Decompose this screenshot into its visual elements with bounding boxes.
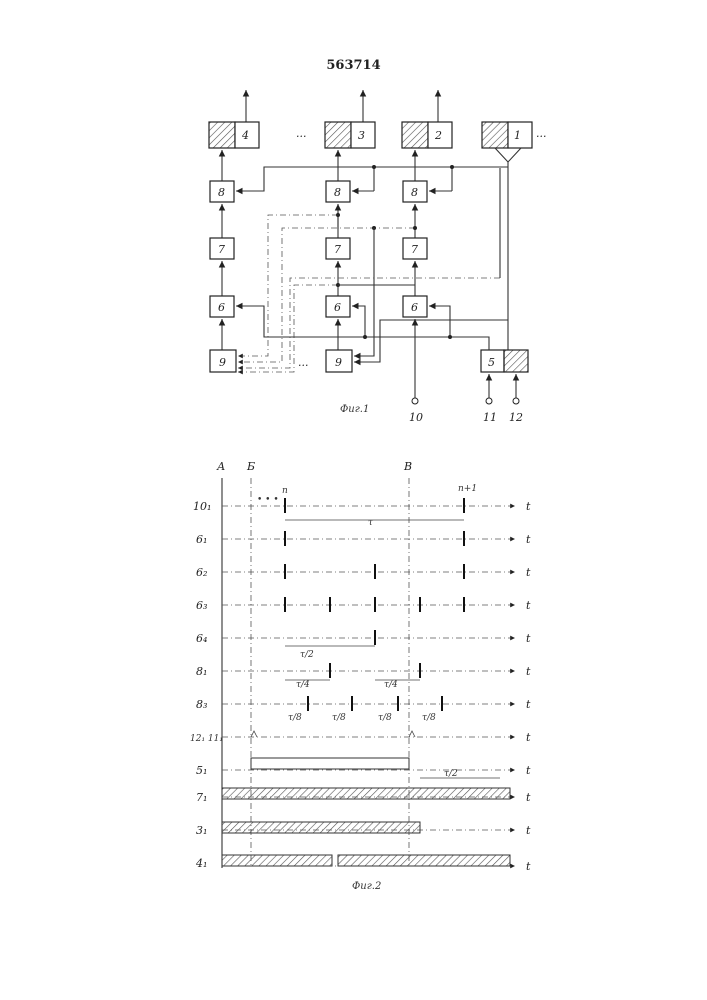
block-8-col3-label: 8 [411, 186, 418, 199]
register-4: 4 [209, 122, 259, 148]
block-6-col1-label: 6 [218, 301, 225, 314]
tau8-label-a: τ/8 [288, 713, 302, 723]
row-label-3-1: 3₁ [196, 824, 207, 837]
row-label-10-1: 10₁ [193, 500, 211, 513]
register-4-label: 4 [241, 129, 249, 142]
t-label: t [526, 764, 531, 777]
row-label-6-3: 6₃ [196, 599, 207, 612]
tau8-label-b: τ/8 [332, 713, 346, 723]
block-6-col3-label: 6 [411, 301, 418, 314]
register-1-label: 1 [514, 129, 521, 142]
input-12-terminal [513, 398, 519, 404]
marker-12-11-a [251, 731, 257, 737]
signal-4-1-a [222, 855, 332, 866]
fig1-caption: Фиг.1 [340, 404, 369, 415]
row-label-8-3: 8₃ [196, 698, 207, 711]
timing-dimensions: τ τ/2 τ/4 τ/4 τ/8 τ/8 τ/8 τ/8 τ/2 [285, 518, 500, 779]
fig1-ellipsis-right: ... [536, 127, 547, 140]
input-10-label: 10 [409, 411, 423, 424]
marker-12-11-b [409, 731, 415, 737]
row-label-6-2: 6₂ [196, 566, 207, 579]
register-1: 1 [482, 122, 532, 148]
t-label: t [526, 533, 531, 546]
signal-7-1 [222, 788, 510, 799]
t-label: t [526, 731, 531, 744]
input-12-label: 12 [509, 411, 523, 424]
col-b-label: Б [246, 460, 255, 473]
t-label: t [526, 665, 531, 678]
t-label: t [526, 566, 531, 579]
register-2: 2 [402, 122, 452, 148]
block-5-label: 5 [488, 356, 495, 369]
register-3: 3 [325, 122, 375, 148]
tau8-label-c: τ/8 [378, 713, 392, 723]
tau-label: τ [368, 518, 374, 528]
fig2-caption: Фиг.2 [352, 881, 381, 892]
register-2-label: 2 [434, 129, 442, 142]
time-axes [222, 506, 515, 866]
input-10-terminal [412, 398, 418, 404]
pulses [285, 498, 464, 711]
input-11-label: 11 [483, 411, 497, 424]
col-v-label: В [403, 460, 412, 473]
input-11-terminal [486, 398, 492, 404]
row-labels: 10₁ 6₁ 6₂ 6₃ 6₄ 8₁ 8₃ 12₁ 11₁ 5₁ 7₁ 3₁ 4… [190, 500, 223, 870]
t-label: t [526, 824, 531, 837]
tau4-label-b: τ/4 [384, 680, 398, 690]
block-9-col1-label: 9 [219, 356, 226, 369]
pulse-n-label: n [282, 486, 288, 496]
signal-5-1 [251, 758, 409, 769]
figure-1: 4 ... 3 2 1 ... 8 8 8 [209, 90, 547, 424]
row-label-4-1: 4₁ [195, 857, 207, 870]
tau8-label-d: τ/8 [422, 713, 436, 723]
col-a-label: А [216, 460, 225, 473]
t-label: t [526, 698, 531, 711]
block-7-col3-label: 7 [411, 243, 418, 256]
row-label-12-11: 12₁ 11₁ [190, 734, 223, 744]
signal-4-1-b [338, 855, 510, 866]
tau2-label-b: τ/2 [444, 769, 458, 779]
row-label-5-1: 5₁ [196, 764, 207, 777]
register-3-label: 3 [358, 129, 365, 142]
block-6-col2-label: 6 [334, 301, 341, 314]
t-label: t [526, 791, 531, 804]
block-8-col1-label: 8 [218, 186, 225, 199]
pulse-n1-label: n+1 [458, 484, 477, 494]
fig1-ellipsis-mid: ... [298, 356, 309, 369]
fig1-ellipsis-left: ... [296, 127, 307, 140]
t-label: t [526, 860, 531, 873]
block-9-col2-label: 9 [335, 356, 342, 369]
t-label: t [526, 632, 531, 645]
block-7-col1-label: 7 [218, 243, 225, 256]
t-label: t [526, 500, 531, 513]
row-label-7-1: 7₁ [196, 791, 207, 804]
tau2-label: τ/2 [300, 650, 314, 660]
block-5-register [504, 350, 528, 372]
signal-3-1 [222, 822, 420, 833]
row-label-6-1: 6₁ [196, 533, 207, 546]
row-label-8-1: 8₁ [196, 665, 207, 678]
figure-2: А Б В n n+1 • • • 10₁ 6₁ 6₂ 6₃ 6₄ 8₁ 8₃ … [190, 460, 531, 892]
leading-dots: • • • [257, 495, 279, 505]
row-label-6-4: 6₄ [196, 632, 207, 645]
axis-t-labels: t t t t t t t t t t t t [526, 500, 531, 873]
tau4-label-a: τ/4 [296, 680, 310, 690]
block-7-col2-label: 7 [334, 243, 341, 256]
block-8-col2-label: 8 [334, 186, 341, 199]
t-label: t [526, 599, 531, 612]
